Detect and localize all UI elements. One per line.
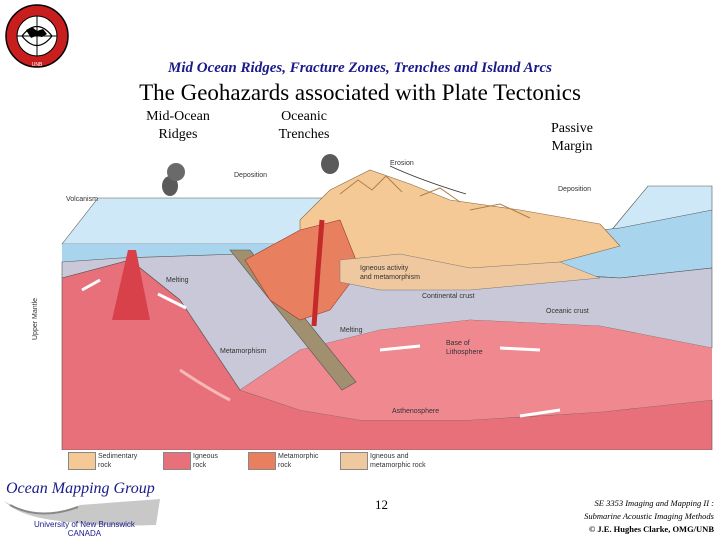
legend-swatch-metamorphic <box>248 452 276 470</box>
ocean-mapping-group-logo-text: Ocean Mapping Group <box>6 480 155 497</box>
igneous-crust <box>339 253 601 291</box>
ridge-magma <box>112 250 150 320</box>
arc-magma <box>244 219 361 321</box>
legend-swatch-sedimentary <box>68 452 96 470</box>
label-asthenosphere: Asthenosphere <box>392 408 440 415</box>
label-line: Lithosphere <box>446 349 483 356</box>
label-base-lithosphere: Base of Lithosphere <box>446 339 483 357</box>
header-line: Ridges <box>158 127 198 142</box>
mantle-under-plate <box>240 320 712 420</box>
sonar-swath-graphic <box>0 497 160 527</box>
slide-subtitle: Mid Ocean Ridges, Fracture Zones, Trench… <box>168 60 552 76</box>
header-passive-margin: Passive Margin <box>524 120 620 156</box>
university-name: University of New Brunswick <box>34 520 135 529</box>
header-line: Passive <box>551 121 593 136</box>
unb-geomatics-logo: UNB <box>4 3 70 69</box>
label-igneous-activity: Igneous activity and metamorphism <box>360 264 420 282</box>
unb-affiliation: University of New Brunswick CANADA <box>34 520 135 538</box>
header-line: Mid-Ocean <box>146 109 210 124</box>
header-oceanic-trenches: Oceanic Trenches <box>256 108 352 144</box>
label-line: Igneous activity <box>360 265 409 272</box>
label-melting-slab: Melting <box>340 327 363 334</box>
slide-title: The Geohazards associated with Plate Tec… <box>139 80 581 105</box>
course-info: SE 3353 Imaging and Mapping II : Submari… <box>584 497 714 536</box>
label-metamorphism: Metamorphism <box>220 348 267 355</box>
label-melting-ridge: Melting <box>166 277 189 284</box>
country: CANADA <box>67 529 102 538</box>
legend-swatch-igneous-metamorphic <box>340 452 368 470</box>
legend-swatch-igneous <box>163 452 191 470</box>
label-deposition-right: Deposition <box>558 186 592 193</box>
label-deposition-left: Deposition <box>234 172 268 179</box>
label-continental-crust: Continental crust <box>422 293 475 300</box>
header-line: Trenches <box>278 127 330 142</box>
header-line: Oceanic <box>281 109 327 124</box>
svg-text:UNB: UNB <box>32 62 43 68</box>
header-line: Margin <box>551 139 593 154</box>
label-erosion: Erosion <box>390 160 414 167</box>
plate-tectonics-block-diagram <box>0 150 720 451</box>
course-line: SE 3353 Imaging and Mapping II : <box>594 498 714 508</box>
label-line: Base of <box>446 340 470 347</box>
label-oceanic-crust: Oceanic crust <box>546 308 589 315</box>
label-upper-mantle: Upper Mantle <box>32 297 39 340</box>
label-volcanism: Volcanism <box>66 196 98 203</box>
header-mid-ocean-ridges: Mid-Ocean Ridges <box>130 108 226 144</box>
label-line: and metamorphism <box>360 274 420 281</box>
copyright: © J.E. Hughes Clarke, OMG/UNB <box>588 524 714 534</box>
course-line: Submarine Acoustic Imaging Methods <box>584 511 714 521</box>
page-number: 12 <box>375 497 388 512</box>
